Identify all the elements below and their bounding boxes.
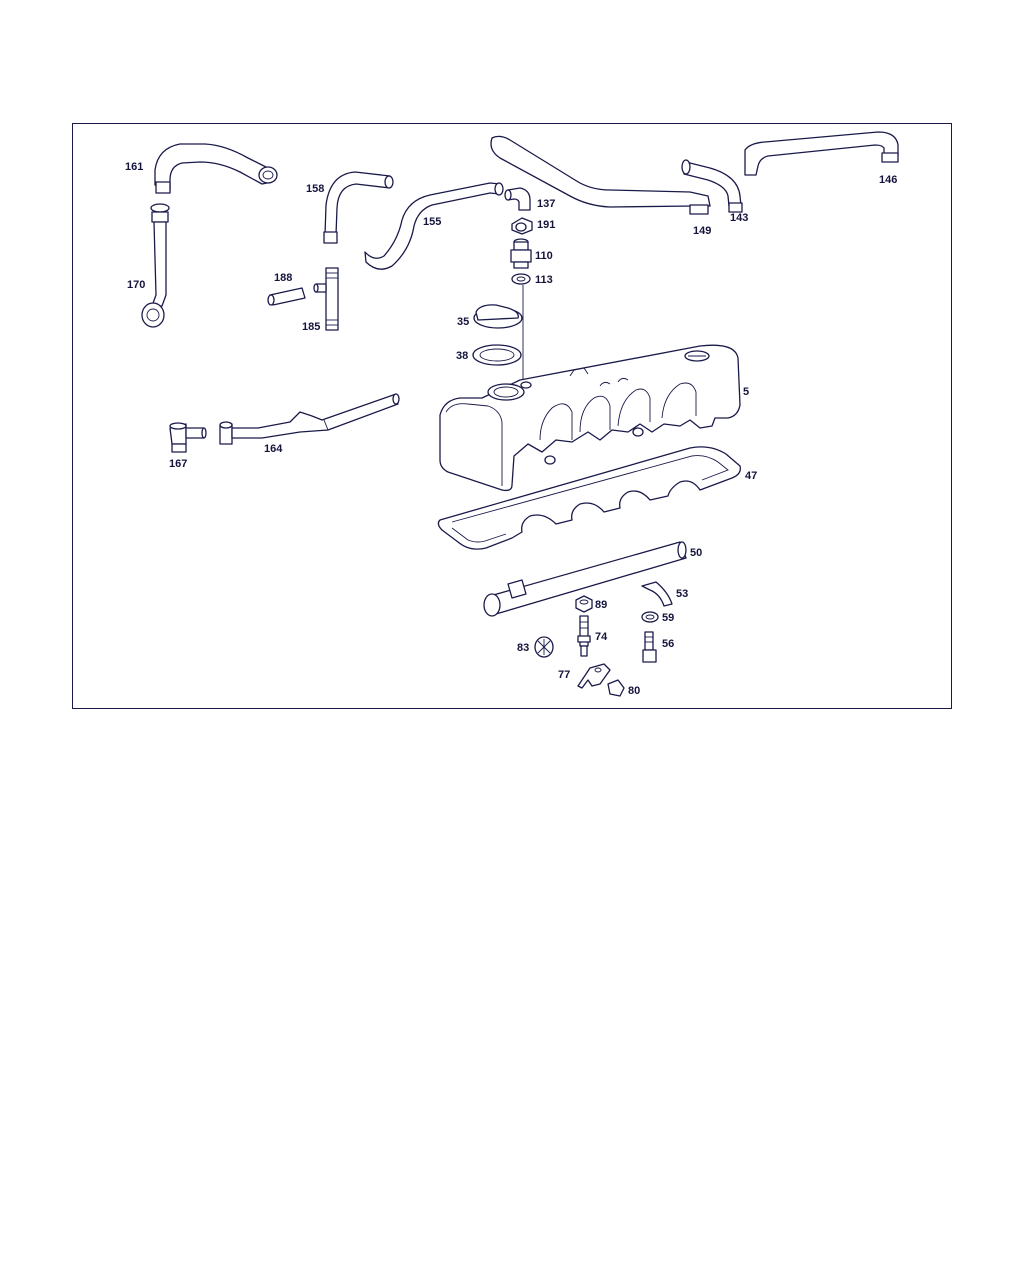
part-158-hose	[323, 171, 394, 244]
callout-74: 74	[595, 631, 608, 643]
part-59-washer	[641, 611, 659, 623]
part-5-cover	[439, 344, 741, 492]
callout-143: 143	[730, 212, 748, 224]
part-149-pipe	[490, 135, 711, 215]
callout-89: 89	[595, 599, 607, 611]
callout-80: 80	[628, 685, 640, 697]
part-47-gasket	[437, 446, 741, 550]
part-56-bolt	[642, 631, 657, 663]
callout-167: 167	[169, 458, 187, 470]
part-83-grommet	[534, 636, 554, 658]
part-170-pipe	[141, 203, 170, 328]
callout-59: 59	[662, 612, 674, 624]
part-50-tube	[483, 541, 687, 617]
part-80-clip	[607, 679, 625, 697]
callout-110: 110	[535, 250, 553, 262]
part-35-cap	[473, 304, 523, 329]
part-74-stud	[577, 615, 591, 657]
callout-83: 83	[517, 642, 529, 654]
callout-113: 113	[535, 274, 553, 286]
callout-185: 185	[302, 321, 320, 333]
part-137-elbow	[504, 187, 531, 211]
part-161-hose	[154, 143, 278, 194]
callout-191: 191	[537, 219, 555, 231]
callout-50: 50	[690, 547, 702, 559]
callout-155: 155	[423, 216, 441, 228]
callout-56: 56	[662, 638, 674, 650]
part-77-bracket	[577, 663, 611, 689]
callout-146: 146	[879, 174, 897, 186]
callout-158: 158	[306, 183, 324, 195]
part-38-seal	[472, 344, 522, 366]
part-167-fitting	[169, 422, 207, 453]
part-110-fitting	[510, 238, 532, 269]
part-146-hose	[744, 131, 899, 176]
callout-53: 53	[676, 588, 688, 600]
callout-161: 161	[125, 161, 143, 173]
callout-77: 77	[558, 669, 570, 681]
callout-149: 149	[693, 225, 711, 237]
callout-38: 38	[456, 350, 468, 362]
part-185-tpiece	[313, 267, 339, 331]
part-155-hose	[364, 182, 504, 270]
callout-5: 5	[743, 386, 749, 398]
part-53-clamp	[641, 581, 673, 607]
part-89-nut	[575, 595, 593, 613]
part-188-sleeve	[267, 287, 306, 306]
part-191-union	[511, 217, 533, 235]
callout-170: 170	[127, 279, 145, 291]
callout-164: 164	[264, 443, 283, 455]
callout-47: 47	[745, 470, 757, 482]
part-113-washer	[511, 273, 531, 384]
part-143-hose	[681, 159, 743, 213]
part-164-hose	[219, 393, 400, 445]
callout-137: 137	[537, 198, 555, 210]
callout-188: 188	[274, 272, 292, 284]
callout-35: 35	[457, 316, 469, 328]
